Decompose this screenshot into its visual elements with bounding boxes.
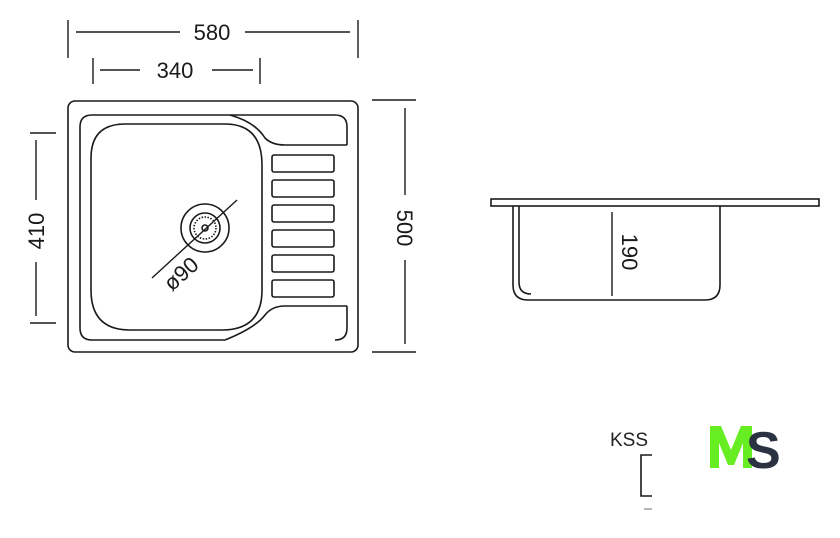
dimension-label-500: 500: [392, 210, 417, 247]
dimension-label-580: 580: [194, 20, 231, 45]
model-label-fragment: KSS: [610, 430, 662, 510]
bowl-outline: [90, 123, 263, 331]
dimension-580: 580: [67, 20, 359, 58]
dimension-340: 340: [92, 58, 261, 84]
dimension-500: 500: [372, 99, 417, 353]
svg-text:S: S: [746, 422, 781, 480]
sink-top-view: ø90: [67, 100, 359, 353]
ms-logo: S: [710, 422, 781, 480]
drain-diameter-label: ø90: [159, 252, 204, 296]
dimension-label-340: 340: [157, 58, 194, 83]
drain-icon: [180, 203, 230, 253]
dimension-410: 410: [24, 132, 56, 324]
dimension-label-190: 190: [617, 234, 642, 271]
dimension-label-410: 410: [24, 213, 49, 250]
model-label: KSS: [610, 430, 648, 451]
drainboard-slots: [271, 154, 335, 298]
sink-side-view: 190: [490, 198, 820, 301]
